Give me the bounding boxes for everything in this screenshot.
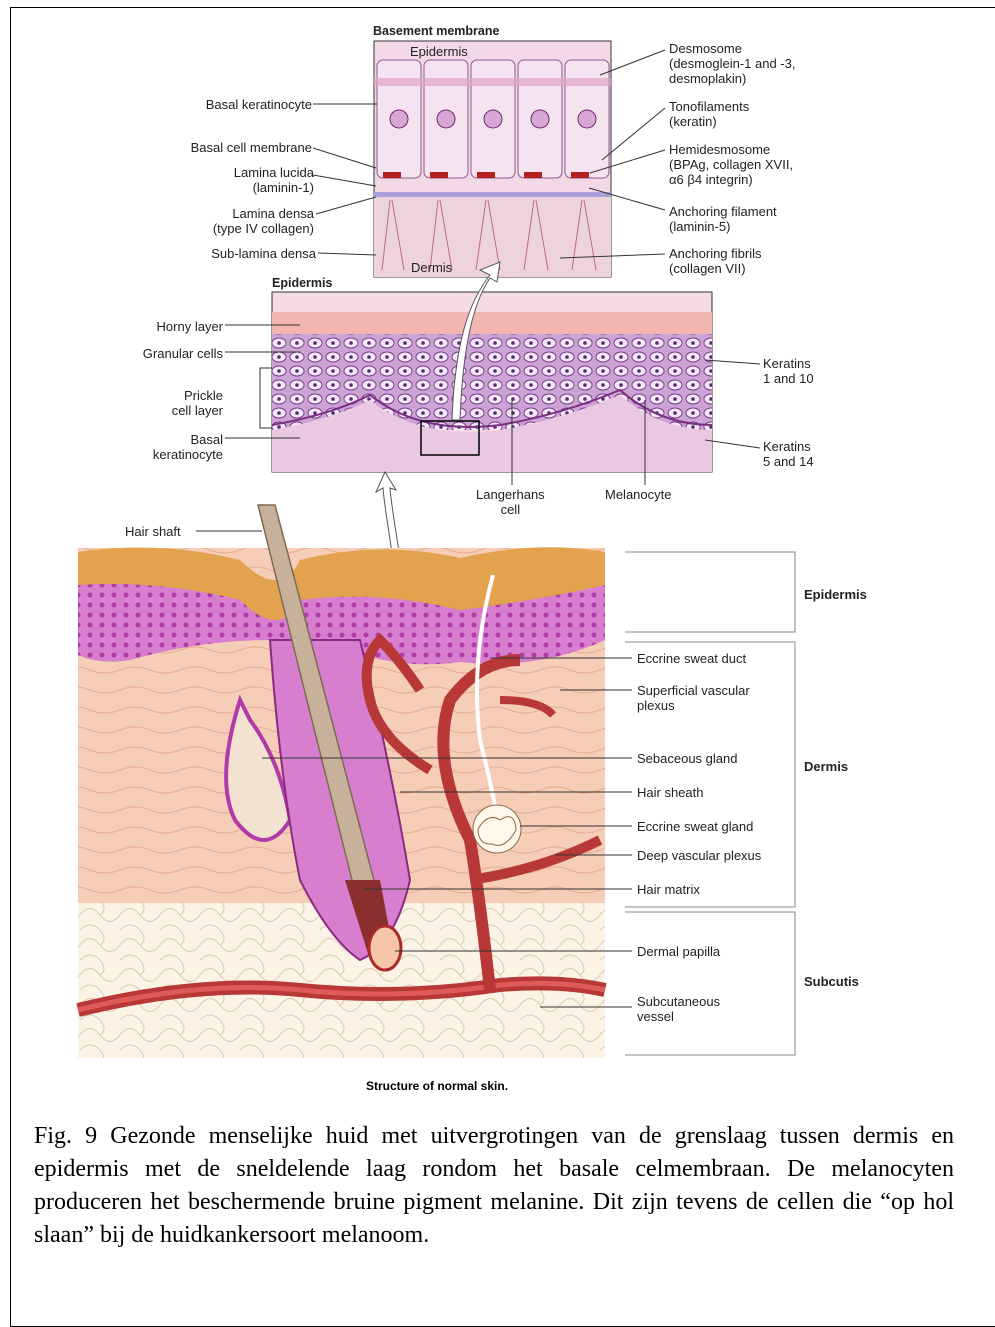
superficial-vascular-plexus-label: Superficial vascular plexus (637, 683, 750, 713)
basement-membrane-panel (374, 41, 611, 277)
hair-shaft-label: Hair shaft (125, 524, 181, 539)
basal-keratinocyte-mid-label: Basal keratinocyte (153, 432, 223, 462)
subcutaneous-vessel-label: Subcutaneous vessel (637, 994, 720, 1024)
illustration-subcaption: Structure of normal skin. (366, 1079, 508, 1093)
keratins-5-14-label: Keratins 5 and 14 (763, 439, 814, 469)
figure-caption: Fig. 9 Gezonde menselijke huid met uitve… (34, 1120, 954, 1252)
top-epidermis-label: Epidermis (410, 44, 468, 59)
basal-cell-membrane-label: Basal cell membrane (191, 140, 312, 155)
basal-keratinocyte-label: Basal keratinocyte (206, 97, 312, 112)
melanocyte-label: Melanocyte (605, 487, 671, 502)
hair-matrix-label: Hair matrix (637, 882, 700, 897)
deep-vascular-plexus-label: Deep vascular plexus (637, 848, 761, 863)
desmosome-label: Desmosome (desmoglein-1 and -3, desmopla… (669, 41, 795, 86)
hair-sheath-label: Hair sheath (637, 785, 703, 800)
langerhans-cell-label: Langerhans cell (476, 487, 545, 517)
region-dermis-label: Dermis (804, 759, 848, 774)
keratins-1-10-label: Keratins 1 and 10 (763, 356, 814, 386)
tonofilaments-label: Tonofilaments (keratin) (669, 99, 749, 129)
prickle-cell-layer-label: Prickle cell layer (172, 388, 223, 418)
epidermis-panel (272, 292, 712, 472)
lamina-densa-label: Lamina densa (type IV collagen) (213, 206, 314, 236)
anchoring-filament-label: Anchoring filament (laminin-5) (669, 204, 777, 234)
epidermis-panel-title: Epidermis (272, 276, 332, 291)
lamina-lucida-label: Lamina lucida (laminin-1) (234, 165, 314, 195)
sub-lamina-densa-label: Sub-lamina densa (211, 246, 316, 261)
basal-keratinocyte-cells (374, 60, 611, 178)
anchoring-fibrils-label: Anchoring fibrils (collagen VII) (669, 246, 762, 276)
eccrine-sweat-duct-label: Eccrine sweat duct (637, 651, 746, 666)
skin-cross-section (78, 505, 605, 1058)
region-epidermis-label: Epidermis (804, 587, 867, 602)
dermal-papilla-label: Dermal papilla (637, 944, 720, 959)
basement-membrane-title: Basement membrane (373, 24, 499, 39)
eccrine-sweat-gland-label: Eccrine sweat gland (637, 819, 753, 834)
horny-layer-label: Horny layer (157, 319, 223, 334)
hemidesmosome-label: Hemidesmosome (BPAg, collagen XVII, α6 β… (669, 142, 793, 187)
sebaceous-gland-label: Sebaceous gland (637, 751, 737, 766)
region-brackets (625, 552, 795, 1055)
region-subcutis-label: Subcutis (804, 974, 859, 989)
top-dermis-label: Dermis (411, 260, 452, 275)
granular-cells-label: Granular cells (143, 346, 223, 361)
